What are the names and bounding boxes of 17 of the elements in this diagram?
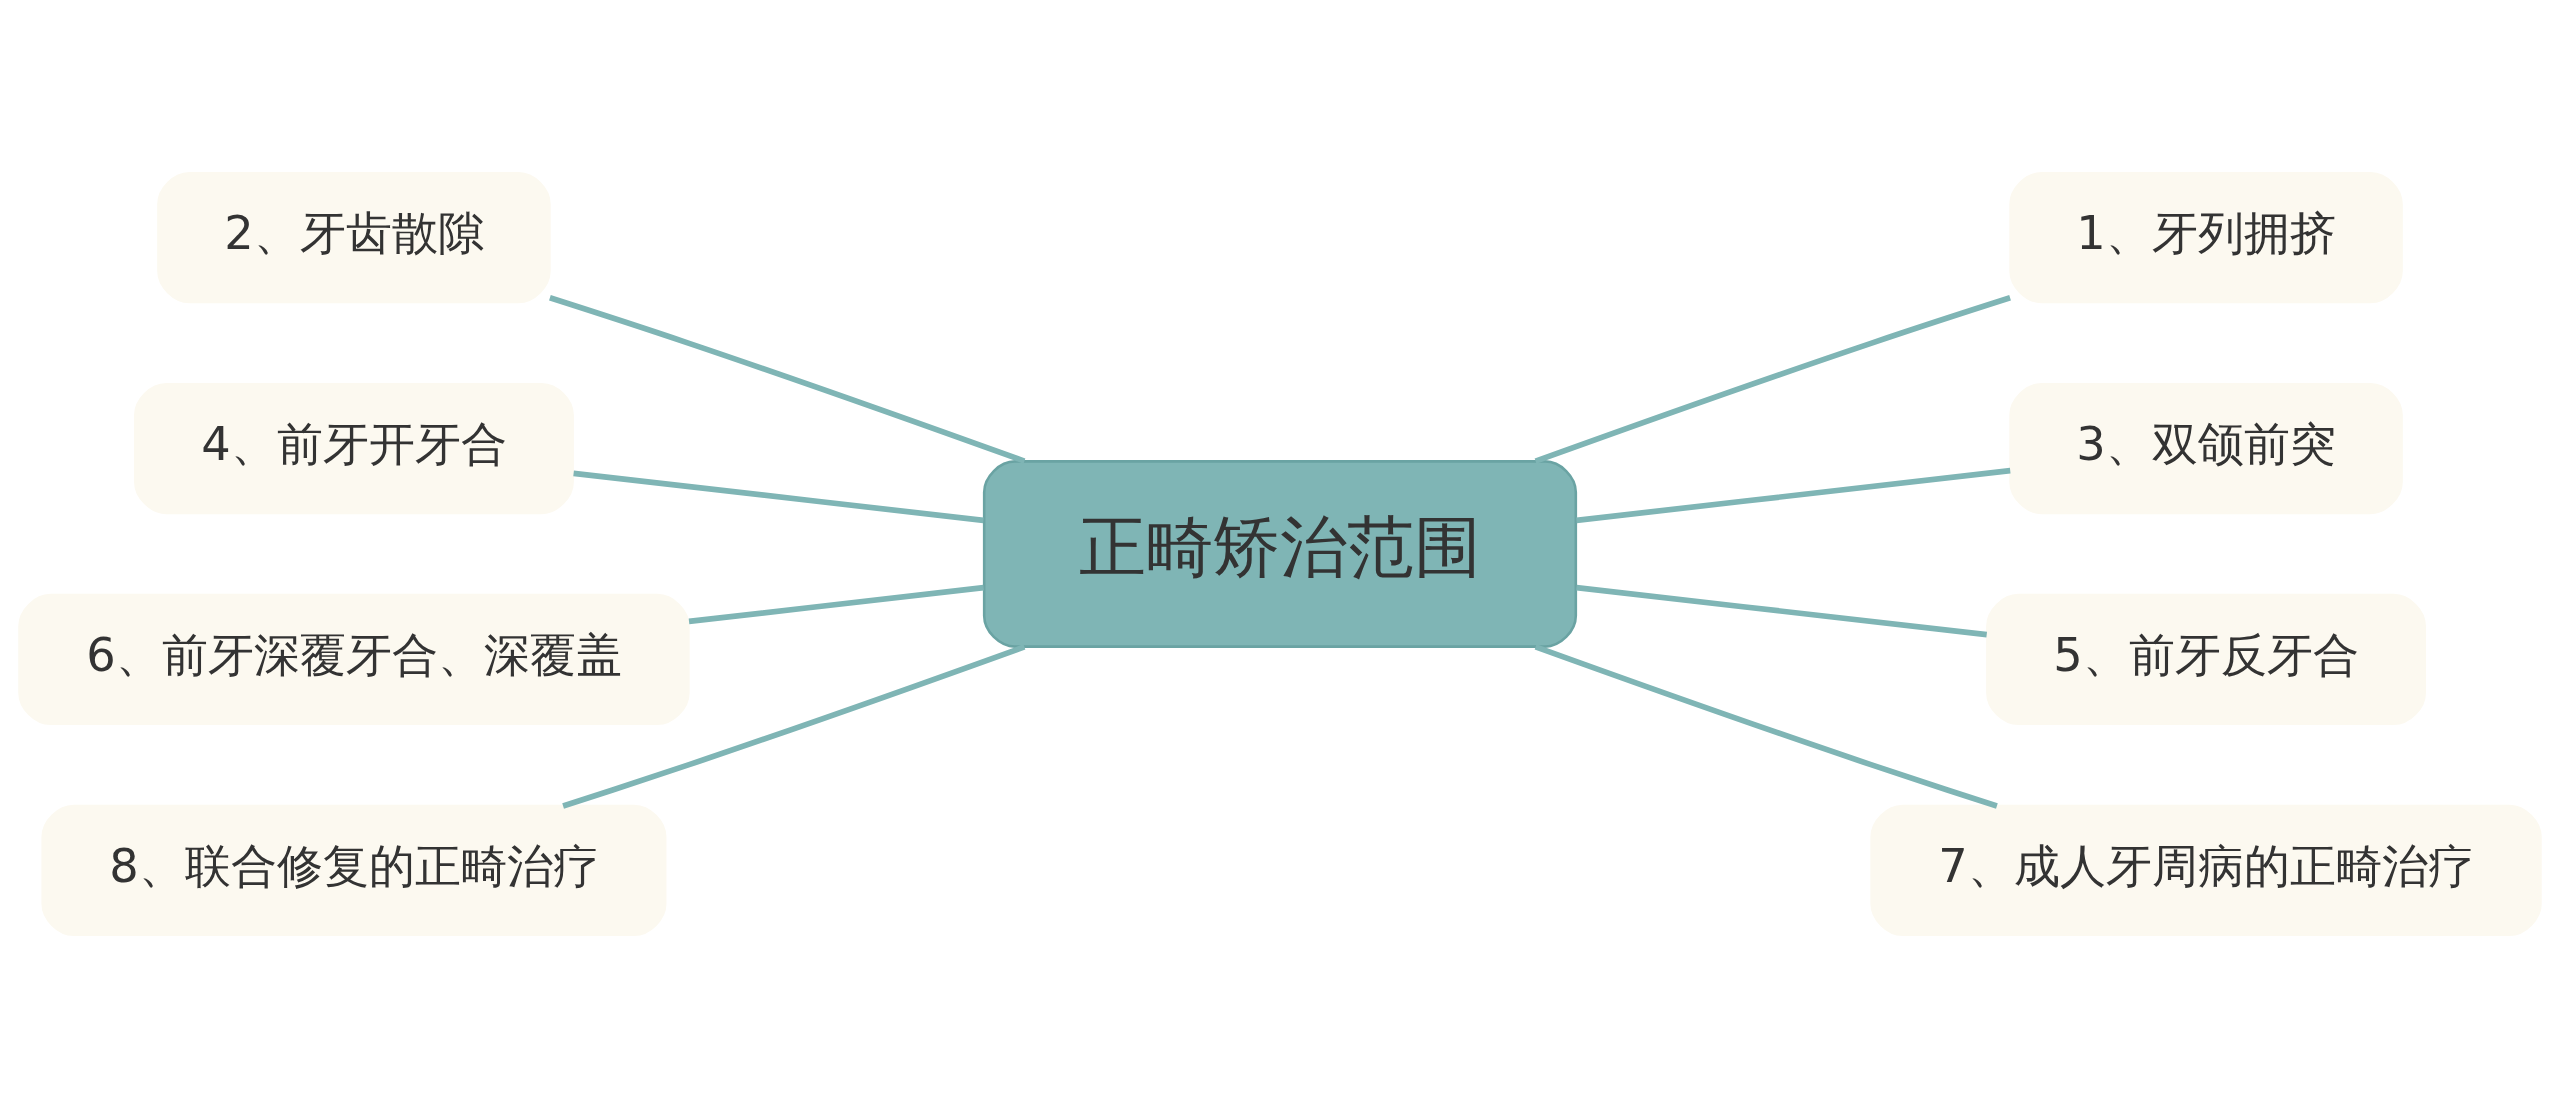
connector [562, 644, 1026, 809]
node-box: 4、前牙开牙合 [134, 382, 574, 515]
connector [1576, 467, 2011, 524]
connector [573, 470, 984, 524]
node-box: 3、双颌前突 [2009, 382, 2403, 515]
node-box: 2、牙齿散隙 [157, 172, 551, 304]
node-box: 8、联合修复的正畸治疗 [41, 804, 667, 936]
node-box: 1、牙列拥挤 [2009, 172, 2403, 304]
connector [1534, 644, 1998, 809]
node-box: 6、前牙深覆牙合、深覆盖 [18, 593, 690, 726]
connector [688, 584, 984, 625]
node-box: 5、前牙反牙合 [1986, 593, 2426, 726]
node-box: 正畸矫治范围 [982, 460, 1578, 648]
connector [1576, 584, 1988, 638]
connector [1534, 295, 2011, 464]
connector [549, 295, 1026, 464]
node-box: 7、成人牙周病的正畸治疗 [1870, 804, 2542, 936]
